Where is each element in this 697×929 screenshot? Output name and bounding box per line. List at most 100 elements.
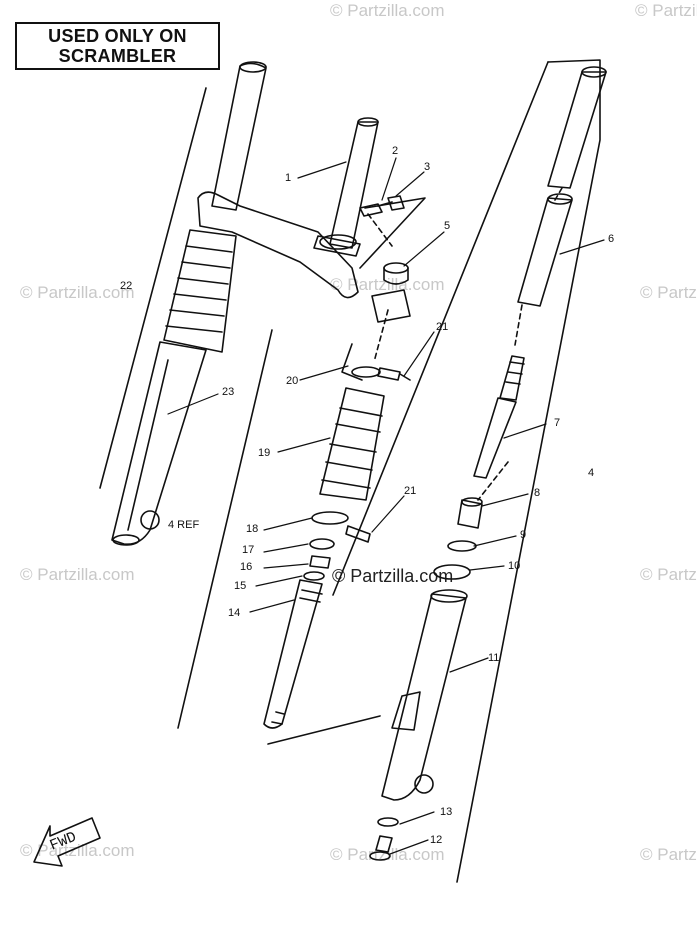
- dash-link-washer: [373, 309, 389, 363]
- damper-rod-coils: [505, 361, 525, 385]
- callout-1: 1: [285, 172, 291, 184]
- wire-20: [341, 343, 363, 381]
- washer-13: [377, 817, 399, 827]
- outer-tube: [111, 341, 207, 546]
- seal-17: [309, 538, 335, 550]
- outer-tube-bottom: [112, 534, 140, 546]
- bolt-bracket: [359, 197, 426, 269]
- callout-9: 9: [520, 529, 526, 541]
- callout-10: 10: [508, 560, 520, 572]
- spacer-16: [309, 555, 331, 569]
- callout-2: 2: [392, 145, 398, 157]
- seal-10: [433, 564, 471, 580]
- bolt-21-lower: [345, 525, 371, 543]
- assembly-bracket-mid: [332, 61, 549, 596]
- notice-line-1: USED ONLY ON: [48, 26, 187, 46]
- tube-upper-top: [581, 66, 607, 78]
- dash-link-right: [477, 187, 563, 501]
- watermark-center: © Partzilla.com: [332, 566, 453, 586]
- ring-20: [351, 366, 381, 378]
- bolt-12: [375, 835, 393, 853]
- outer-tube-11-top: [430, 589, 468, 603]
- forward-arrow: [33, 817, 101, 867]
- outer-tube-highlight: [127, 359, 169, 531]
- dash-link-upper: [367, 213, 393, 247]
- leader-lines: [167, 157, 605, 855]
- outer-tube-11: [381, 593, 467, 801]
- callout-12: 12: [430, 834, 442, 846]
- fork-tube-top: [239, 61, 267, 73]
- boot-ribs: [165, 245, 233, 333]
- callout-23: 23: [222, 386, 234, 398]
- callout-14: 14: [228, 607, 240, 619]
- callout-15: 15: [234, 580, 246, 592]
- stem-top: [357, 117, 379, 127]
- watermark-text: © Partzilla.com: [20, 565, 135, 584]
- assembly-bracket-left: [99, 87, 207, 489]
- callout-22: 22: [120, 280, 132, 292]
- ref-label: 4 REF: [168, 519, 199, 531]
- damper-rod-7: [473, 355, 525, 479]
- notice-line-2: SCRAMBLER: [58, 46, 177, 66]
- assembly-bracket-lower: [267, 715, 381, 745]
- axle-mount: [140, 510, 160, 530]
- callout-5: 5: [444, 220, 450, 232]
- fork-assembly-complete: [111, 61, 359, 546]
- callout-20: 20: [286, 375, 298, 387]
- fork-parts-exploded: [369, 66, 607, 861]
- ring-18: [311, 511, 349, 525]
- watermark-text: © Partzilla.com: [330, 845, 445, 864]
- fork-tube-upper: [211, 62, 267, 211]
- callout-18: 18: [246, 523, 258, 535]
- steering-stem: [313, 117, 379, 257]
- callout-17: 17: [242, 544, 254, 556]
- watermark-text: © Partzilla.com: [20, 283, 135, 302]
- stem-base: [319, 234, 357, 250]
- callout-19: 19: [258, 447, 270, 459]
- inner-tube-thread: [271, 589, 323, 725]
- callout-8: 8: [534, 487, 540, 499]
- nut-3: [387, 195, 405, 211]
- clip-15: [303, 571, 325, 581]
- assembly-bracket-left-inner: [177, 329, 273, 729]
- callout-16: 16: [240, 561, 252, 573]
- scrambler-notice-box: USED ONLY ON SCRAMBLER: [15, 22, 220, 70]
- assembly-bracket-right: [456, 59, 601, 883]
- callout-21-lower: 21: [404, 485, 416, 497]
- watermark-text: © Partzilla.com: [640, 565, 697, 584]
- watermark-layer: © Partzilla.com © Partzilla.com © Partzi…: [20, 1, 697, 864]
- bolt-21-upper: [377, 367, 411, 381]
- piece-8-top: [461, 497, 483, 507]
- callout-13: 13: [440, 806, 452, 818]
- watermark-text: © Partzilla.com: [20, 841, 135, 860]
- callout-7: 7: [554, 417, 560, 429]
- axle-boss-11: [414, 774, 434, 794]
- tube-6: [517, 197, 573, 307]
- watermark-text: © Partzilla.com: [330, 275, 445, 294]
- tube-upper-part: [547, 71, 607, 189]
- tube-6-top: [547, 193, 573, 205]
- callout-21-upper: 21: [436, 321, 448, 333]
- boot-19-ribs: [321, 407, 383, 489]
- outer-tube-11-lug: [391, 691, 421, 731]
- watermark-text: © Partzilla.com: [640, 283, 697, 302]
- callout-3: 3: [424, 161, 430, 173]
- watermark-text: © Partzilla.com: [330, 1, 445, 20]
- boot-bellows: [163, 229, 237, 353]
- inner-tube-14: [263, 579, 323, 729]
- bracket-clamp: [371, 289, 411, 323]
- boot-19: [319, 387, 385, 501]
- callout-11: 11: [488, 652, 499, 664]
- stem-shaft: [329, 121, 379, 249]
- bolt-2: [359, 201, 393, 217]
- watermark-text: © Partzilla.com: [635, 1, 697, 20]
- cap-5-top: [383, 262, 409, 274]
- callout-labels: 1 2 3 4 5 6 7 8 9 10 11 12 13 14 15 16 1…: [120, 145, 614, 846]
- cap-5-body: [383, 267, 409, 285]
- watermark-text: © Partzilla.com: [640, 845, 697, 864]
- callout-4: 4: [588, 467, 594, 479]
- stem-flange: [313, 235, 361, 257]
- upper-bracket: [197, 191, 359, 299]
